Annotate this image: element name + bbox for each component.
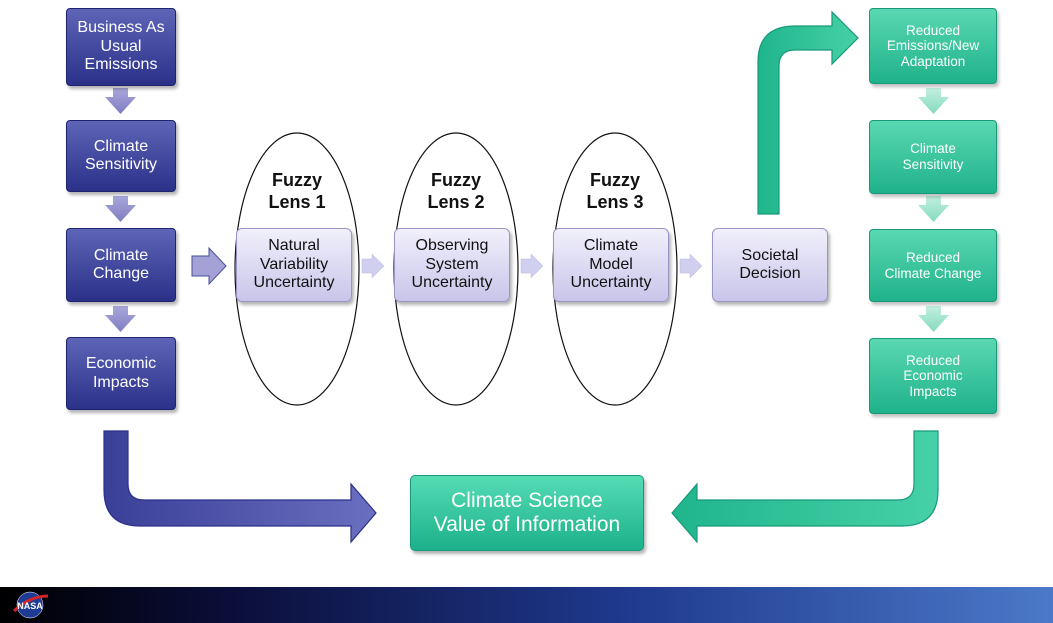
down-arrow-2 [105,196,136,222]
lens-2-title: Fuzzy Lens 2 [427,170,485,212]
reduced-emissions-box: Reduced Emissions/New Adaptation [869,8,997,84]
societal-decision-box: Societal Decision [712,228,828,302]
green-bent-arrow [671,430,939,544]
value-of-information-box: Climate Science Value of Information [410,475,644,551]
down-arrow-r1 [918,88,949,114]
reduced-economic-impacts-box: Reduced Economic Impacts [869,338,997,414]
climate-sensitivity-box-left: Climate Sensitivity [66,120,176,192]
business-as-usual-emissions-box: Business As Usual Emissions [66,8,176,86]
right-arrow-to-lens1 [191,246,227,286]
climate-model-uncertainty-box: Climate Model Uncertainty [553,228,669,302]
right-arrow-lens2-lens3 [520,253,544,279]
lens-3-title: Fuzzy Lens 3 [586,170,644,212]
right-arrow-lens3-decision [679,253,703,279]
down-arrow-r3 [918,306,949,332]
footer-bar [0,587,1053,623]
left-chain-arrows [105,88,136,332]
observing-system-uncertainty-box: Observing System Uncertainty [394,228,510,302]
right-arrow-lens1-lens2 [361,253,385,279]
climate-sensitivity-box-right: Climate Sensitivity [869,120,997,194]
climate-change-box-left: Climate Change [66,228,176,302]
green-up-arrow-body [757,10,859,215]
down-arrow-r2 [918,196,949,222]
reduced-climate-change-box: Reduced Climate Change [869,229,997,302]
lens-1-title: Fuzzy Lens 1 [268,170,326,212]
right-chain-arrows [918,88,949,332]
lens-1-ellipse [234,132,360,406]
natural-variability-uncertainty-box: Natural Variability Uncertainty [236,228,352,302]
down-arrow-1 [105,88,136,114]
lens-arrows [361,253,703,279]
economic-impacts-box: Economic Impacts [66,337,176,410]
blue-bent-arrow [103,430,377,544]
down-arrow-3 [105,306,136,332]
